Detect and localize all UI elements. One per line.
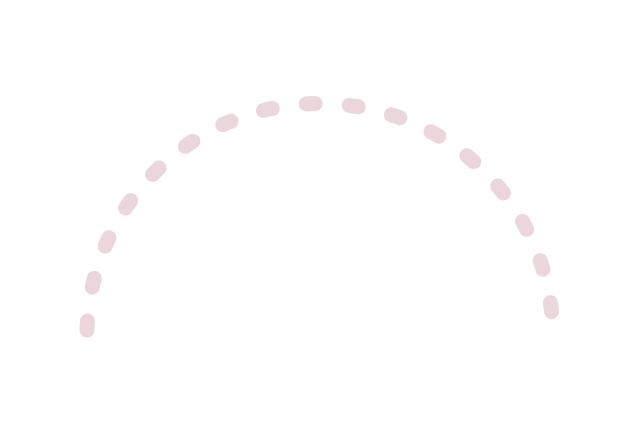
loading-arc: [79, 96, 560, 338]
